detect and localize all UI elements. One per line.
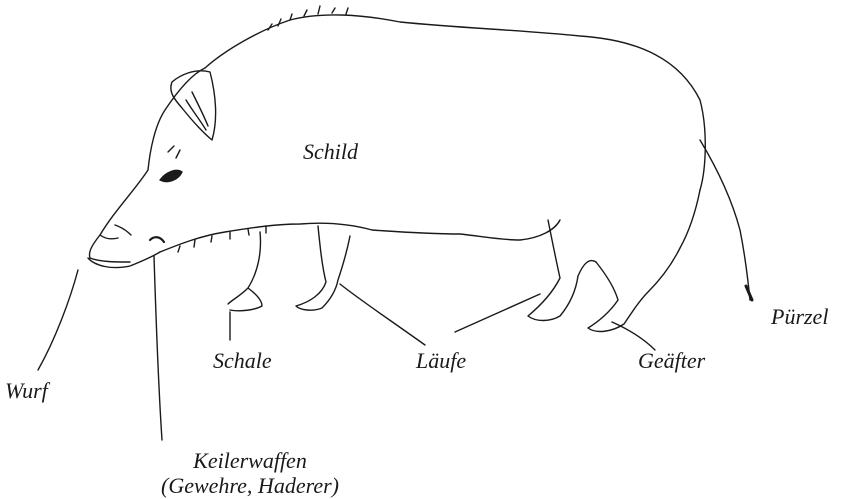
boar-snout	[88, 225, 160, 268]
boar-hind-leg-left	[528, 220, 596, 321]
leader-line-keilerwaffen	[154, 256, 162, 440]
boar-hind-leg-right	[588, 190, 700, 331]
leader-line-laufe-right	[455, 294, 540, 332]
label-keilerwaffen: Keilerwaffen (Gewehre, Haderer)	[140, 448, 360, 499]
leader-line-laufe-left	[340, 284, 425, 345]
boar-back-bristles	[268, 6, 348, 30]
boar-front-leg-left	[228, 232, 262, 311]
boar-brow	[168, 146, 180, 158]
label-keilerwaffen-line1: Keilerwaffen	[140, 448, 360, 473]
boar-head-outline	[89, 68, 205, 262]
label-keilerwaffen-line2: (Gewehre, Haderer)	[140, 473, 360, 498]
boar-ear-inner	[186, 92, 208, 130]
boar-belly-bristles	[178, 226, 266, 252]
boar-eye	[160, 170, 182, 181]
boar-ear	[171, 71, 216, 140]
label-purzel: Pürzel	[771, 306, 828, 328]
label-schild: Schild	[303, 141, 358, 163]
boar-back-outline	[205, 15, 705, 190]
label-schale: Schale	[213, 350, 272, 372]
label-laufe: Läufe	[416, 350, 466, 372]
boar-belly-outline	[160, 220, 560, 252]
boar-front-leg-right	[296, 226, 350, 310]
boar-tusk	[150, 237, 164, 242]
leader-line-geafter	[612, 322, 655, 350]
label-geafter: Geäfter	[638, 350, 705, 372]
leader-line-wurf	[38, 270, 78, 370]
label-wurf: Wurf	[5, 380, 48, 402]
boar-tail	[700, 140, 750, 300]
